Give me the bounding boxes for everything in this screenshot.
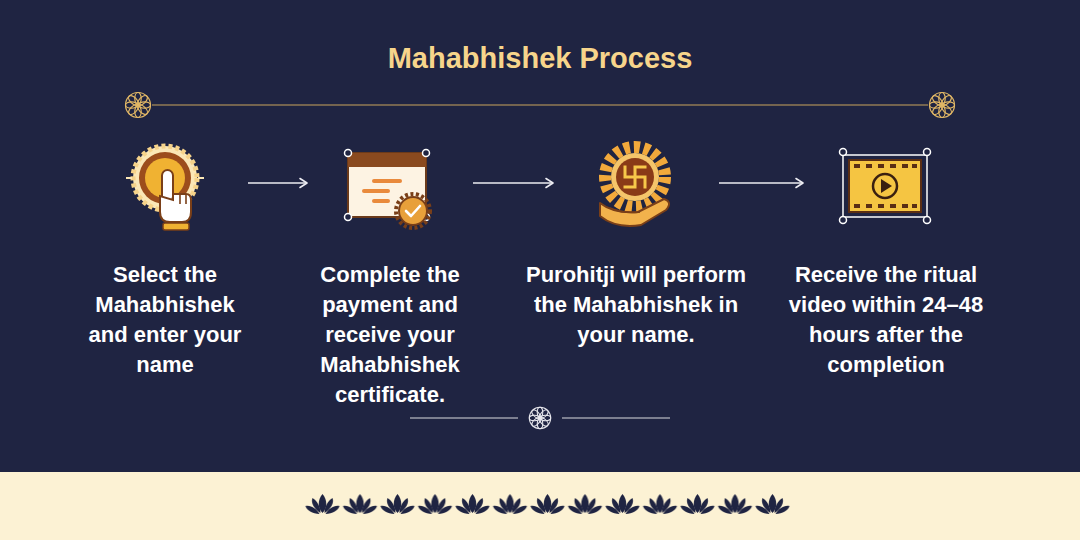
footer-band xyxy=(0,472,1080,540)
process-step: Select the Mahabhishek and enter your na… xyxy=(90,135,240,235)
process-step: Receive the ritual video within 24–48 ho… xyxy=(811,135,961,235)
select-icon xyxy=(126,146,204,230)
flow-arrow xyxy=(248,182,307,184)
step-text: Purohitji will perform the Mahabhishek i… xyxy=(511,260,761,350)
diagram-title: Mahabhishek Process xyxy=(0,40,1080,76)
lotus-row xyxy=(303,493,791,517)
bottom-divider xyxy=(410,407,670,428)
ritual-icon xyxy=(600,147,669,226)
step-text: Select the Mahabhishek and enter your na… xyxy=(78,260,253,380)
step-text: Complete the payment and receive your Ma… xyxy=(303,260,478,410)
certificate-icon xyxy=(345,150,431,229)
process-step: Complete the payment and receive your Ma… xyxy=(315,135,465,235)
flow-arrow xyxy=(473,182,553,184)
video-icon xyxy=(840,149,931,224)
top-divider xyxy=(126,93,955,118)
process-step: Purohitji will perform the Mahabhishek i… xyxy=(561,135,711,235)
flow-arrow xyxy=(719,182,803,184)
step-text: Receive the ritual video within 24–48 ho… xyxy=(771,260,1001,380)
